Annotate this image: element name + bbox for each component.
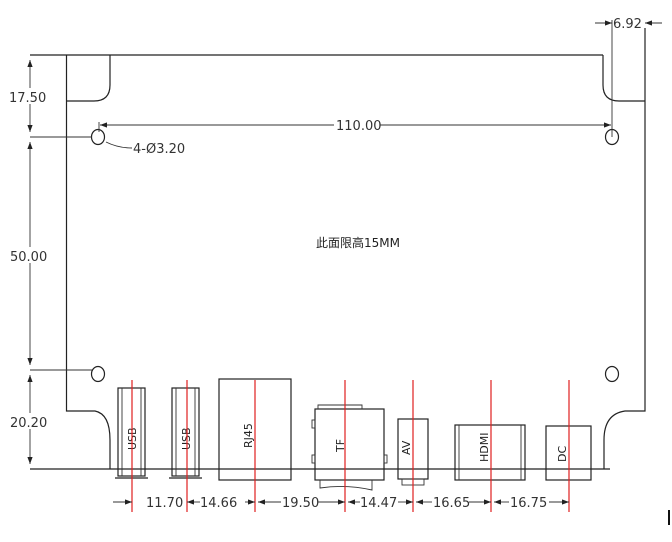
spacing-label: 14.66: [200, 496, 237, 511]
port-label: AV: [400, 440, 413, 455]
port-centerlines: [131, 380, 570, 512]
hole-bottom-right: [604, 365, 620, 383]
spacing-label: 11.70: [146, 496, 183, 511]
hole-spec-label: 4-Ø3.20: [133, 142, 185, 157]
mounting-holes: [90, 128, 620, 383]
hole-bottom-left: [90, 365, 106, 383]
dimension-label: 17.50: [9, 91, 46, 106]
port-usb-2: USB: [169, 387, 202, 479]
spacing-label: 19.50: [282, 496, 319, 511]
port-tf: TF: [311, 404, 388, 491]
dimension-left: 17.50 50.00 20.20: [8, 60, 92, 464]
port-label: DC: [556, 446, 569, 462]
dimension-label: 20.20: [10, 416, 47, 431]
port-label: HDMI: [478, 433, 491, 462]
edge-mark: [668, 510, 670, 525]
hole-top-left: [90, 128, 106, 146]
height-limit-note: 此面限高15MM: [316, 235, 400, 250]
spacing-label: 16.65: [433, 496, 470, 511]
dimension-label: 50.00: [10, 250, 47, 265]
dimension-hole-spacing: 110.00: [98, 117, 611, 134]
hole-spec-callout: 4-Ø3.20: [105, 141, 185, 157]
port-label: RJ45: [242, 423, 255, 448]
port-label: TF: [334, 439, 347, 453]
dimension-top-right: 6.92: [595, 17, 662, 137]
spacing-label: 16.75: [510, 496, 547, 511]
port-hdmi: HDMI: [454, 424, 526, 481]
dimension-port-spacings: 11.70 14.66 19.50 14.47 16.65 16.75: [113, 496, 569, 511]
dimension-label: 6.92: [613, 17, 642, 32]
board-outline: [30, 28, 646, 470]
dimension-label: 110.00: [336, 119, 382, 134]
spacing-label: 14.47: [360, 496, 397, 511]
